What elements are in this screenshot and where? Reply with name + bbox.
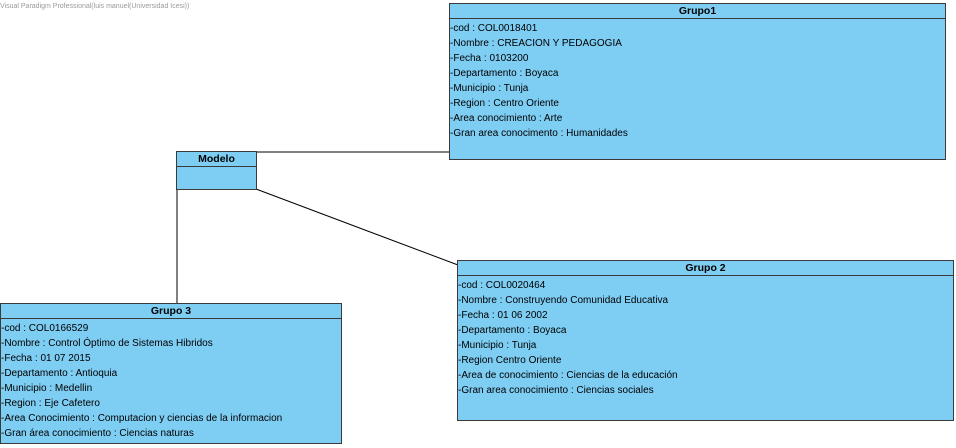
attribute: -Fecha : 01 06 2002 [458, 310, 548, 321]
attribute: -Departamento : Antioquia [1, 368, 118, 379]
attribute: -Fecha : 01 07 2015 [1, 353, 91, 364]
class-name: Modelo [177, 152, 256, 167]
attribute: -Region Centro Oriente [458, 355, 562, 366]
attribute: -Nombre : CREACION Y PEDAGOGIA [450, 38, 622, 49]
watermark-text: Visual Paradigm Professional(luis manuel… [0, 3, 190, 10]
attribute: -Nombre : Control Óptimo de Sistemas Hib… [1, 338, 213, 349]
attribute: -Municipio : Tunja [458, 340, 537, 351]
class-name: Grupo1 [450, 4, 945, 19]
attribute: -Gran area conocimento : Humanidades [450, 128, 628, 139]
attribute-list: -cod : COL0166529 -Nombre : Control Ópti… [1, 319, 341, 441]
attribute: -cod : COL0020464 [458, 280, 546, 291]
class-grupo3[interactable]: Grupo 3 -cod : COL0166529 -Nombre : Cont… [0, 303, 342, 444]
attribute: -Nombre : Construyendo Comunidad Educati… [458, 295, 669, 306]
attribute: -Region : Centro Oriente [450, 98, 559, 109]
class-grupo1[interactable]: Grupo1 -cod : COL0018401 -Nombre : CREAC… [449, 3, 946, 160]
class-name: Grupo 2 [458, 261, 953, 276]
attribute: -cod : COL0018401 [450, 23, 538, 34]
attribute: -Gran área conocimiento : Ciencias natur… [1, 428, 194, 439]
attribute: -Area Conocimiento : Computacion y cienc… [1, 413, 283, 424]
attribute: -Departamento : Boyaca [450, 68, 559, 79]
attribute-list: -cod : COL0020464 -Nombre : Construyendo… [458, 276, 953, 398]
attribute: -Municipio : Tunja [450, 83, 529, 94]
attribute: -Area conocimiento : Arte [450, 113, 563, 124]
attribute-list: -cod : COL0018401 -Nombre : CREACION Y P… [450, 19, 945, 141]
attribute: -Area de conocimiento : Ciencias de la e… [458, 370, 678, 381]
attribute: -Region : Eje Cafetero [1, 398, 100, 409]
class-modelo[interactable]: Modelo [176, 151, 257, 190]
attribute: -Gran area conocimiento : Ciencias socia… [458, 385, 654, 396]
class-grupo2[interactable]: Grupo 2 -cod : COL0020464 -Nombre : Cons… [457, 260, 954, 421]
class-name: Grupo 3 [1, 304, 341, 319]
attribute: -cod : COL0166529 [1, 323, 89, 334]
association-modelo-grupo2[interactable] [255, 188, 459, 266]
attribute: -Fecha : 0103200 [450, 53, 529, 64]
attribute: -Municipio : Medellin [1, 383, 93, 394]
attribute: -Departamento : Boyaca [458, 325, 567, 336]
